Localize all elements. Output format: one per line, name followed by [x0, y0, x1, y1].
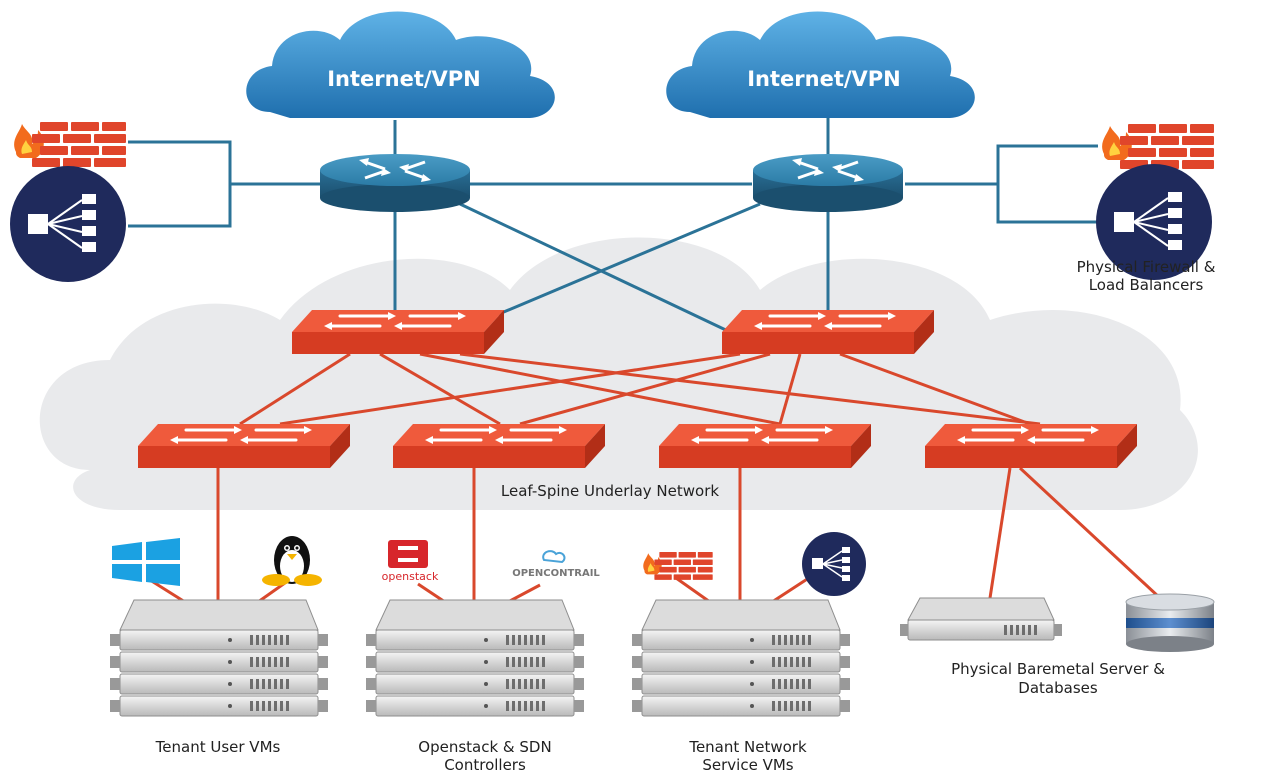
cloud-label-right: Internet/VPN: [747, 67, 901, 91]
firewall-icon-left: [14, 122, 126, 167]
underlay-label: Leaf-Spine Underlay Network: [501, 482, 719, 500]
spine-switch-left: [290, 308, 506, 356]
tenant-user-vms-label: Tenant User VMs: [155, 738, 281, 756]
router-icon: [792, 158, 864, 182]
openstack-label-2: Controllers: [444, 756, 526, 774]
baremetal-label-1: Physical Baremetal Server &: [951, 660, 1165, 678]
internet-cloud-left: Internet/VPN: [246, 11, 555, 118]
internet-cloud-right: Internet/VPN: [666, 11, 975, 118]
tenant-network-label-1: Tenant Network: [688, 738, 807, 756]
red-links: [149, 352, 1162, 604]
load-balancer-icon-left: [10, 166, 126, 282]
firewall-icon-right: [1102, 124, 1214, 169]
linux-tux-icon: [262, 536, 322, 586]
leaf-switch-4: [923, 422, 1139, 470]
server-rack-tenant-network: [631, 599, 851, 717]
opencontrail-logo-text: OPENCONTRAIL: [512, 568, 600, 579]
spine-switch-right: [720, 308, 936, 356]
router-right: [753, 154, 903, 212]
physical-fw-label-1: Physical Firewall &: [1077, 258, 1216, 276]
router-left: [320, 154, 470, 212]
leaf-switch-2: [391, 422, 607, 470]
openstack-label-1: Openstack & SDN: [418, 738, 551, 756]
baremetal-label-2: Databases: [1018, 679, 1098, 697]
leaf-switch-1: [136, 422, 352, 470]
leaf-switch-3: [657, 422, 873, 470]
load-balancer-icon-tenant: [802, 532, 866, 596]
server-rack-openstack: [365, 599, 585, 717]
database-icon: [1125, 593, 1215, 652]
openstack-logo-text: openstack: [382, 570, 439, 583]
openstack-logo-icon: openstack: [382, 540, 439, 583]
blue-links: [128, 118, 1098, 334]
tenant-network-label-2: Service VMs: [702, 756, 793, 774]
firewall-icon-tenant: [643, 552, 713, 580]
load-balancer-icon-right: [1096, 164, 1212, 280]
cloud-label-left: Internet/VPN: [327, 67, 481, 91]
windows-icon: [112, 538, 180, 586]
server-rack-tenant-user: [109, 599, 329, 717]
router-icon: [359, 158, 431, 182]
baremetal-server-icon: [900, 597, 1062, 641]
opencontrail-logo-icon: OPENCONTRAIL: [512, 550, 600, 579]
physical-fw-label-2: Load Balancers: [1089, 276, 1204, 294]
